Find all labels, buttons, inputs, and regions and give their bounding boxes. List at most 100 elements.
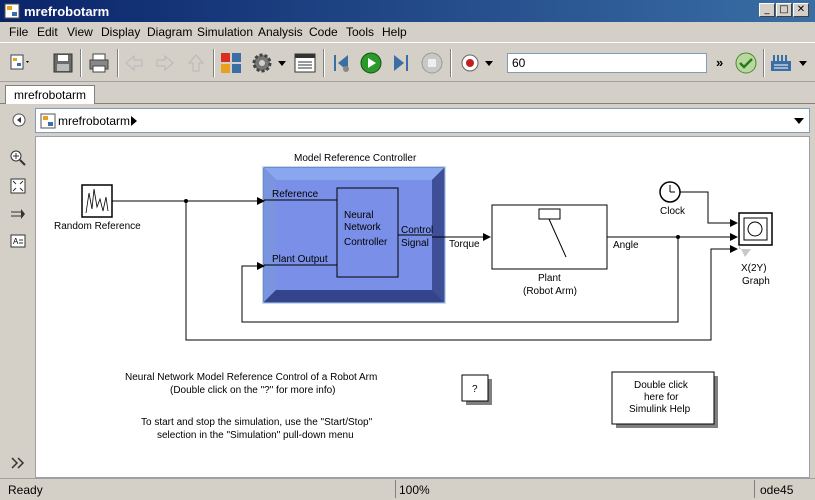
title-bar: mrefrobotarm _ □ ✕ <box>0 0 815 22</box>
left-tool-panel: A <box>0 136 35 478</box>
close-button[interactable]: ✕ <box>793 3 809 17</box>
info-help-label: ? <box>472 384 478 395</box>
solver-name[interactable]: ode45 <box>760 483 794 497</box>
toolbar-separator <box>763 49 765 77</box>
up-arrow-icon[interactable] <box>184 51 208 75</box>
minimize-button[interactable]: _ <box>759 3 775 17</box>
torque-label: Torque <box>449 239 480 250</box>
neural-network-label-line3: Controller <box>344 237 388 248</box>
status-divider <box>754 480 755 498</box>
chevron-down-icon[interactable] <box>483 51 495 75</box>
library-browser-icon[interactable] <box>219 51 243 75</box>
info-help-block[interactable] <box>461 374 492 405</box>
signal-lines <box>112 191 738 341</box>
address-bar[interactable]: mrefrobotarm <box>35 108 810 133</box>
note-title-line2: (Double click on the "?" for more info) <box>170 385 336 396</box>
menu-help[interactable]: Help <box>382 25 407 39</box>
status-text: Ready <box>8 483 43 497</box>
simulink-help-block[interactable] <box>611 371 718 428</box>
note-instructions-line2: selection in the "Simulation" pull-down … <box>157 430 354 441</box>
simulink-help-line1: Double click <box>634 380 689 391</box>
menu-file[interactable]: File <box>9 25 29 39</box>
simulink-app-icon <box>4 3 20 19</box>
branch-point <box>676 235 680 239</box>
model-icon <box>40 113 56 129</box>
menu-bar: File Edit View Display Diagram Simulatio… <box>0 22 815 42</box>
toolbar-separator <box>450 49 452 77</box>
chevron-down-icon[interactable] <box>276 51 288 75</box>
save-icon[interactable] <box>51 51 75 75</box>
simulink-diagram[interactable]: Random Reference Model Reference Control… <box>36 137 809 477</box>
menu-view[interactable]: View <box>67 25 93 39</box>
window-title: mrefrobotarm <box>24 4 110 19</box>
signal-arrow-icon[interactable] <box>10 206 26 222</box>
record-icon[interactable] <box>458 51 482 75</box>
menu-display[interactable]: Display <box>101 25 141 39</box>
zoom-level: 100% <box>399 483 430 497</box>
simulink-help-line2: here for <box>644 392 679 403</box>
model-explorer-icon[interactable] <box>293 51 317 75</box>
port-plant-output-label: Plant Output <box>272 254 328 265</box>
step-back-icon[interactable] <box>329 51 353 75</box>
diagram-canvas[interactable]: Random Reference Model Reference Control… <box>35 136 810 478</box>
neural-network-label-line1: Neural <box>344 210 373 221</box>
tab-mrefrobotarm[interactable]: mrefrobotarm <box>5 85 95 105</box>
run-icon[interactable] <box>359 51 383 75</box>
toolbar-separator <box>213 49 215 77</box>
model-tab-bar: mrefrobotarm <box>0 82 815 105</box>
note-title-line1: Neural Network Model Reference Control o… <box>125 372 377 383</box>
update-diagram-check-icon[interactable] <box>734 51 758 75</box>
menu-edit[interactable]: Edit <box>37 25 58 39</box>
neural-network-label-line2: Network <box>344 222 382 233</box>
plant-block[interactable] <box>491 204 608 270</box>
chevron-down-icon[interactable] <box>793 117 805 125</box>
address-path[interactable]: mrefrobotarm <box>58 114 131 128</box>
xy-graph-block[interactable] <box>738 212 773 257</box>
zoom-in-icon[interactable] <box>10 150 26 166</box>
control-signal-label-line2: Signal <box>401 238 429 249</box>
fit-to-view-icon[interactable] <box>10 178 26 194</box>
graph-label-line1: X(2Y) <box>741 263 767 274</box>
clock-label: Clock <box>660 206 686 217</box>
menu-diagram[interactable]: Diagram <box>147 25 193 39</box>
toolbar-separator <box>117 49 119 77</box>
settings-gear-icon[interactable] <box>250 51 274 75</box>
maximize-button[interactable]: □ <box>776 3 792 17</box>
status-divider <box>395 480 396 498</box>
forward-arrow-icon[interactable] <box>153 51 177 75</box>
more-toolbar-button[interactable]: » <box>716 55 724 70</box>
menu-simulation[interactable]: Simulation <box>197 25 254 39</box>
chevron-down-icon[interactable] <box>797 51 809 75</box>
angle-label: Angle <box>613 240 639 251</box>
stop-time-input[interactable] <box>507 53 707 73</box>
simulink-help-line3: Simulink Help <box>629 404 691 415</box>
stop-icon[interactable] <box>420 51 444 75</box>
random-reference-block[interactable] <box>81 184 113 218</box>
clock-block[interactable] <box>659 181 681 203</box>
hide-browser-icon[interactable] <box>11 112 27 128</box>
model-reference-controller-block[interactable] <box>262 166 446 304</box>
annotation-icon[interactable]: A <box>10 233 26 249</box>
breadcrumb-arrow-icon[interactable] <box>130 116 138 126</box>
model-reference-controller-label: Model Reference Controller <box>294 153 417 164</box>
toolbar-separator <box>80 49 82 77</box>
graph-label-line2: Graph <box>742 276 770 287</box>
expand-panel-icon[interactable] <box>10 456 26 470</box>
branch-point <box>184 199 188 203</box>
plant-label-line1: Plant <box>538 273 561 284</box>
svg-text:A: A <box>13 237 19 246</box>
step-forward-icon[interactable] <box>389 51 413 75</box>
port-reference-label: Reference <box>272 189 319 200</box>
toolbar-separator <box>323 49 325 77</box>
address-bar-row: mrefrobotarm <box>0 104 815 136</box>
control-signal-label-line1: Control <box>401 225 433 236</box>
random-reference-label: Random Reference <box>54 221 141 232</box>
new-model-icon[interactable] <box>8 51 32 75</box>
plant-label-line2: (Robot Arm) <box>523 286 577 297</box>
menu-analysis[interactable]: Analysis <box>258 25 303 39</box>
menu-tools[interactable]: Tools <box>346 25 375 39</box>
build-model-icon[interactable] <box>769 51 793 75</box>
print-icon[interactable] <box>87 51 111 75</box>
menu-code[interactable]: Code <box>309 25 338 39</box>
back-arrow-icon[interactable] <box>122 51 146 75</box>
